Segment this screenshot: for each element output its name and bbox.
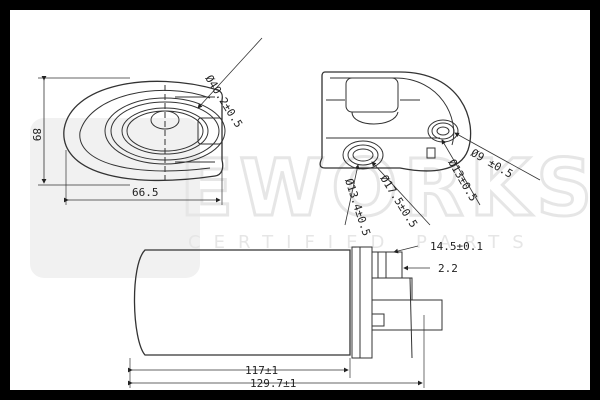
watermark-brand: EWORKS (180, 144, 598, 234)
front-diameter-label: Ø40.2±0.5 (202, 73, 245, 130)
bottom-gap-label: 2.2 (438, 262, 458, 275)
bottom-body-length-label: 117±1 (245, 364, 278, 377)
front-width-label: 66.5 (132, 186, 159, 199)
front-view (38, 37, 263, 205)
side-view (319, 71, 541, 226)
front-height-label: 89 (30, 128, 43, 141)
watermark-tagline: CERTIFIED PARTS (188, 232, 537, 253)
bottom-flange-label: 14.5±0.1 (430, 240, 483, 253)
bottom-total-length-label: 129.7±1 (250, 377, 296, 390)
bottom-view (128, 245, 443, 388)
